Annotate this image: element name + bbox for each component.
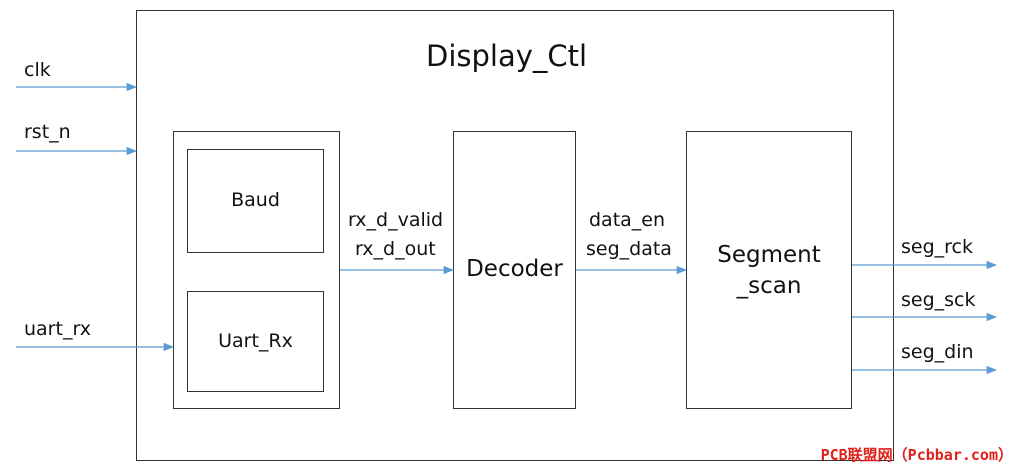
seg-sck-label: seg_sck: [901, 289, 976, 311]
segment-scan-label-line2: _scan: [736, 273, 802, 300]
data-en-label: data_en: [589, 209, 666, 231]
uart-rx-block: Uart_Rx: [187, 291, 324, 392]
decoder-block: Decoder: [453, 131, 576, 409]
uart-rx-input-label: uart_rx: [24, 318, 91, 340]
baud-label: Baud: [231, 189, 280, 212]
segment-scan-block: Segment _scan: [686, 131, 852, 409]
seg-rck-label: seg_rck: [901, 236, 973, 258]
clk-label: clk: [24, 59, 51, 81]
seg-data-label: seg_data: [586, 238, 672, 260]
segment-scan-label-line1: Segment: [717, 242, 821, 268]
rst-n-label: rst_n: [24, 121, 71, 143]
rx-d-out-label: rx_d_out: [355, 238, 436, 260]
uart-rx-label: Uart_Rx: [218, 329, 293, 352]
decoder-label: Decoder: [466, 256, 563, 283]
module-title: Display_Ctl: [426, 39, 588, 73]
seg-din-label: seg_din: [901, 341, 974, 363]
rx-d-valid-label: rx_d_valid: [348, 209, 444, 231]
watermark: PCB联盟网（Pcbbar.com）: [820, 446, 1013, 464]
baud-block: Baud: [187, 149, 324, 253]
